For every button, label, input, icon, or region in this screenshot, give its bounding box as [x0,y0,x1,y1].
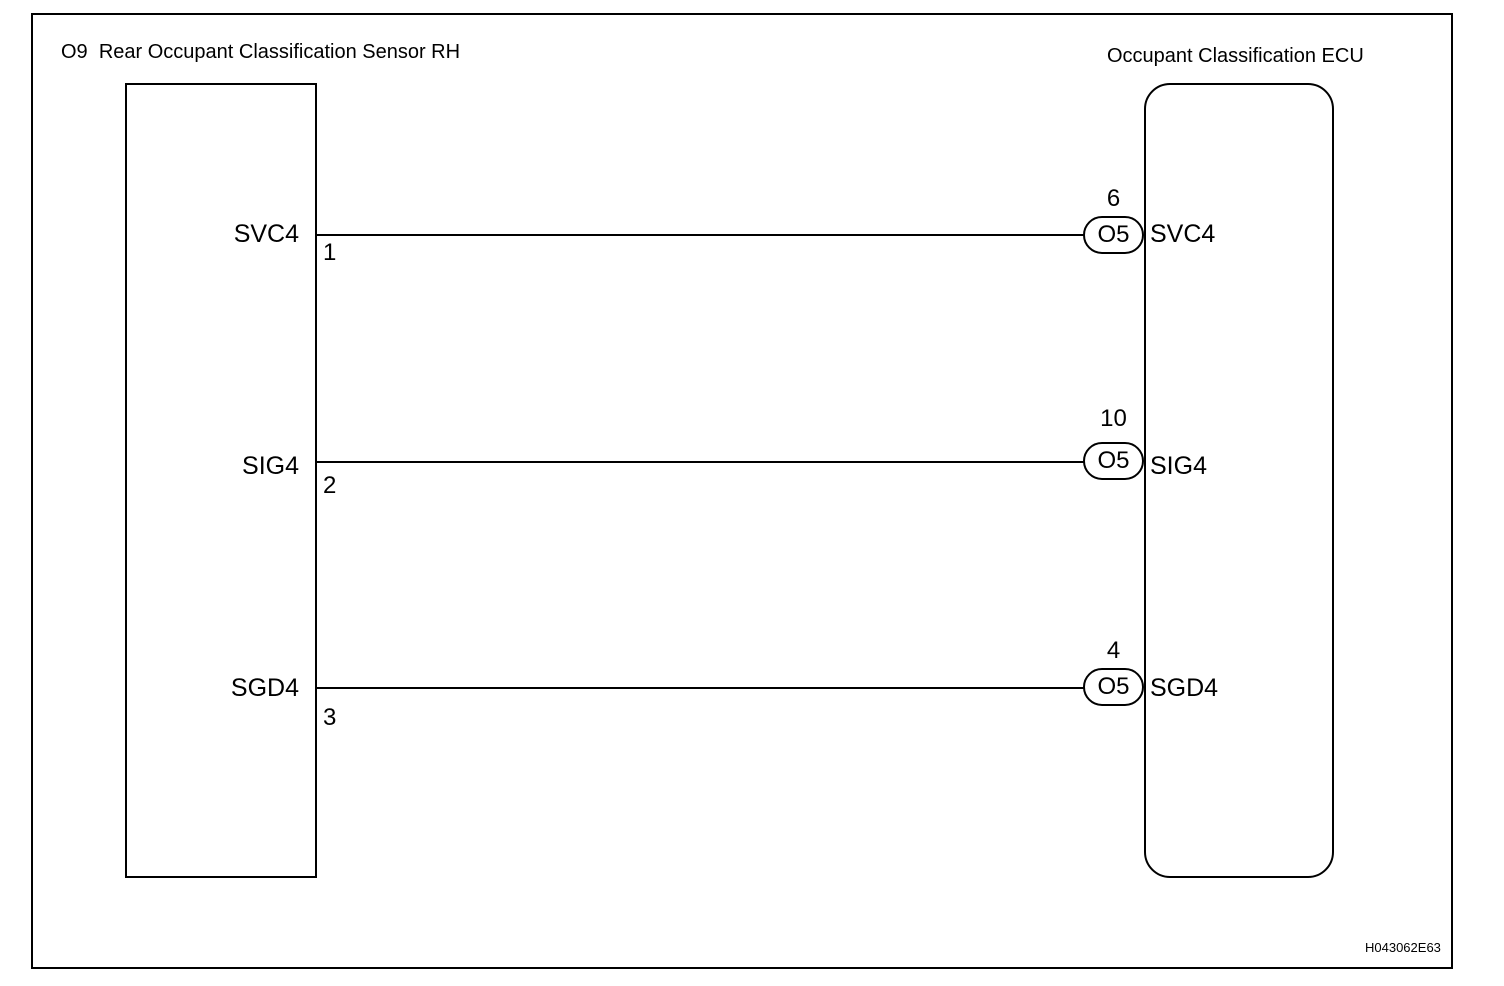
sensor-name: Rear Occupant Classification Sensor RH [98,41,461,63]
ecu-pin-number: 6 [1106,185,1121,212]
wire-sig4 [317,461,1085,463]
ecu-connector-badge: O5 [1083,216,1144,254]
ecu-title: Occupant Classification ECU [1107,45,1364,67]
ecu-connector-badge: O5 [1083,668,1144,706]
wire-svc4 [317,234,1085,236]
sensor-title: O9 Rear Occupant Classification Sensor R… [61,42,460,62]
wire-sgd4 [317,687,1085,689]
sensor-component-box [125,83,317,878]
figure-reference-code: H043062E63 [1365,940,1441,955]
ecu-terminal-label: SIG4 [1150,452,1207,480]
ecu-terminal-label: SGD4 [1150,674,1219,702]
sensor-terminal-label: SGD4 [230,674,299,702]
sensor-terminal-label: SVC4 [233,220,299,248]
ecu-pin-number: 4 [1106,637,1121,664]
ecu-component-box [1144,83,1334,878]
diagram-frame [31,13,1453,969]
sensor-terminal-label: SIG4 [242,452,299,480]
sensor-pin-number: 3 [323,704,337,731]
sensor-pin-number: 2 [323,472,337,499]
ecu-pin-number: 10 [1100,405,1127,432]
ecu-terminal-label: SVC4 [1150,220,1216,248]
ecu-connector-badge: O5 [1083,442,1144,480]
sensor-code: O9 [61,41,88,63]
sensor-pin-number: 1 [323,239,337,266]
